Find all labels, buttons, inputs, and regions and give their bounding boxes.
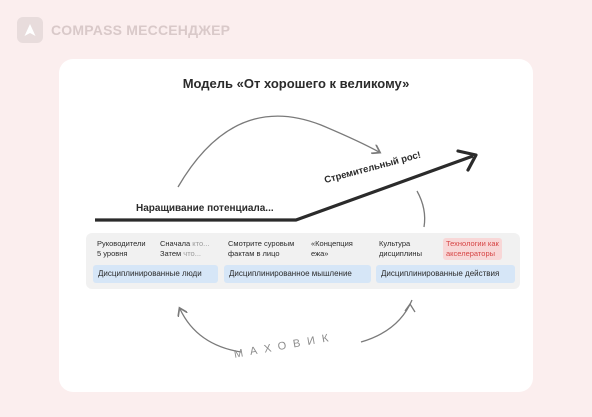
brand-name: COMPASS МЕССЕНДЖЕР (51, 22, 231, 38)
item-who-then-what: Сначала кто... Затем что... (160, 239, 210, 258)
stage-disciplined-thought: Дисциплинированное мышление (224, 265, 371, 283)
stage-disciplined-people: Дисциплинированные люди (93, 265, 218, 283)
bottom-arrow-left (180, 309, 242, 353)
diagram-title: Модель «От хорошего к великому» (182, 76, 410, 91)
compass-a-logo-icon (17, 17, 43, 43)
growth-label: Наращивание потенциала... (136, 203, 274, 214)
bottom-arrow-right (360, 299, 413, 343)
right-connector-arc (416, 190, 426, 228)
growth-line (95, 154, 474, 222)
growth-arrow-head (456, 149, 478, 172)
brand: COMPASS МЕССЕНДЖЕР (17, 17, 230, 43)
diagram-card: Модель «От хорошего к великому» Наращива… (59, 59, 533, 392)
top-cycle-arrow (177, 115, 379, 188)
diagram-art (95, 115, 478, 353)
stage-disciplined-action: Дисциплинированные действия (376, 265, 515, 283)
bottom-arrow-right-head (404, 302, 416, 313)
